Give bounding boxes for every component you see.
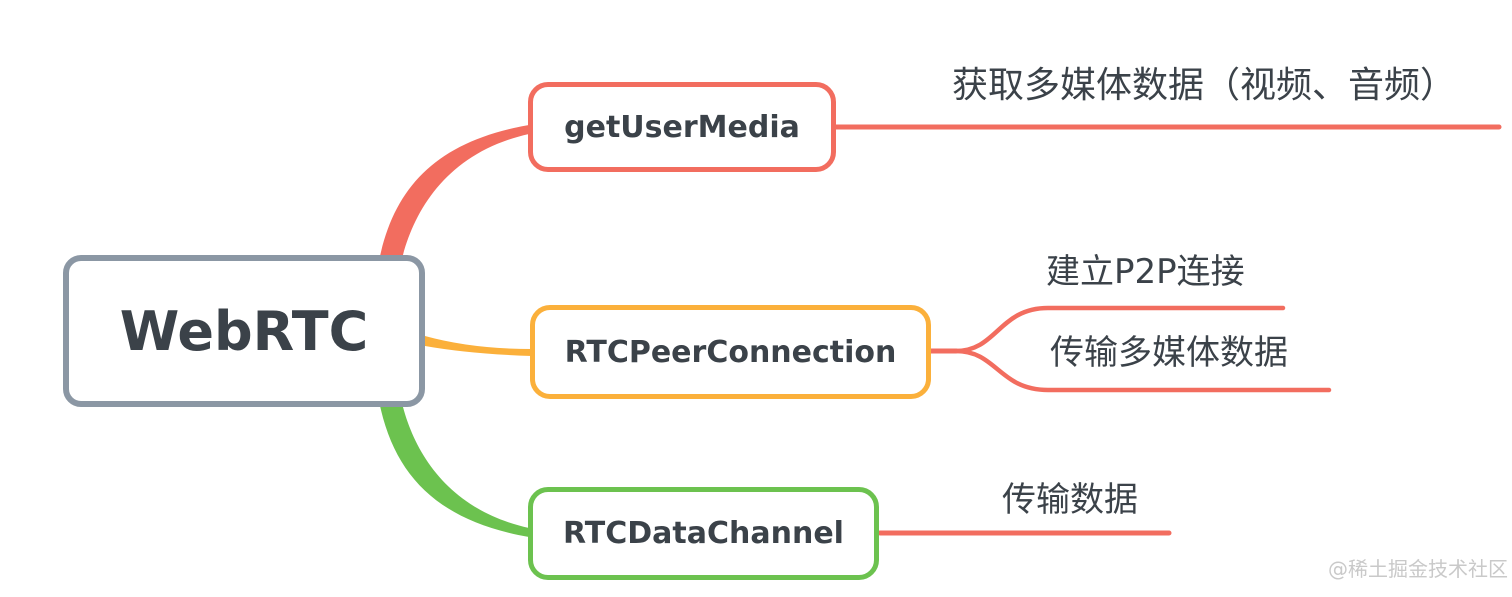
branch-curve-getusermedia xyxy=(379,125,529,263)
annotation-transmit-multimedia: 传输多媒体数据 xyxy=(1050,333,1288,373)
node-rtcdatachannel-label: RTCDataChannel xyxy=(563,516,844,551)
watermark: @稀土掘金技术社区 xyxy=(1328,557,1508,581)
annotation-transmit-data: 传输数据 xyxy=(1002,480,1138,520)
root-node-label: WebRTC xyxy=(119,299,369,363)
branch-curve-rtcpeerconnection xyxy=(425,336,532,356)
annotation-get-multimedia-data: 获取多媒体数据（视频、音频） xyxy=(952,65,1457,106)
node-rtcdatachannel: RTCDataChannel xyxy=(528,487,879,580)
connector-establish-p2p xyxy=(953,305,1286,354)
branch-curve-rtcdatachannel xyxy=(379,399,529,537)
node-rtcpeerconnection-label: RTCPeerConnection xyxy=(564,334,897,370)
node-getusermedia-label: getUserMedia xyxy=(564,109,800,145)
annotation-establish-p2p: 建立P2P连接 xyxy=(1046,252,1245,292)
connector-transmit-multimedia xyxy=(953,348,1332,393)
root-node-webrtc: WebRTC xyxy=(63,255,425,407)
node-getusermedia: getUserMedia xyxy=(528,82,836,172)
node-rtcpeerconnection: RTCPeerConnection xyxy=(530,305,931,399)
